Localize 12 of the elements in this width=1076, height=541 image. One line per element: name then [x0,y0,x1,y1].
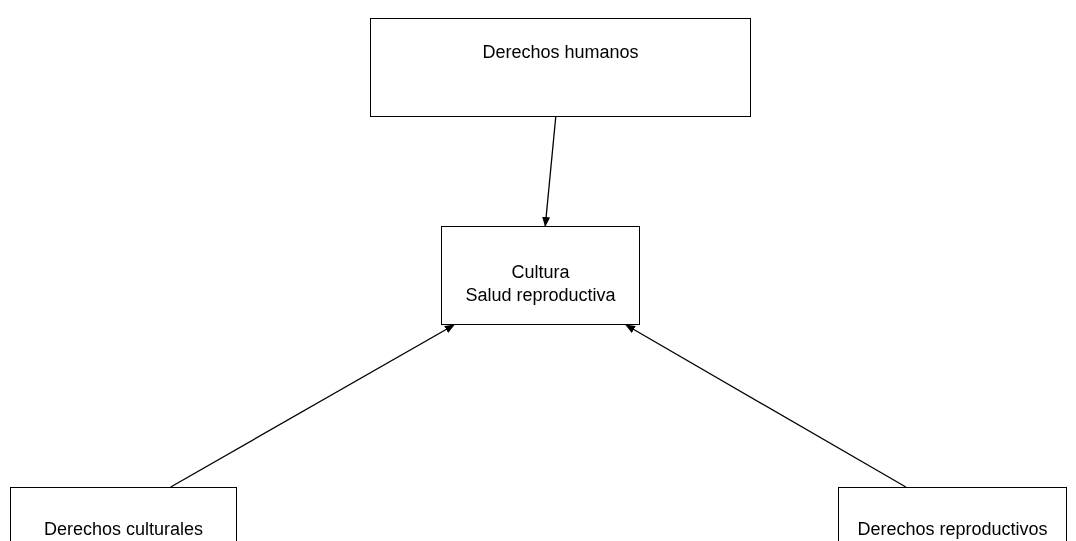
text-box [441,226,640,325]
arrow [625,324,907,488]
box-label: Derechos culturales [43,518,204,541]
box-label: Cultura [511,261,570,284]
box-label: Derechos humanos [482,41,639,64]
text-box [370,18,751,117]
box-label: Derechos reproductivos [857,518,1048,541]
arrow [170,324,455,488]
text-box [838,487,1067,541]
arrow [542,116,557,227]
text-box [10,487,237,541]
box-label: Salud reproductiva [465,284,616,307]
